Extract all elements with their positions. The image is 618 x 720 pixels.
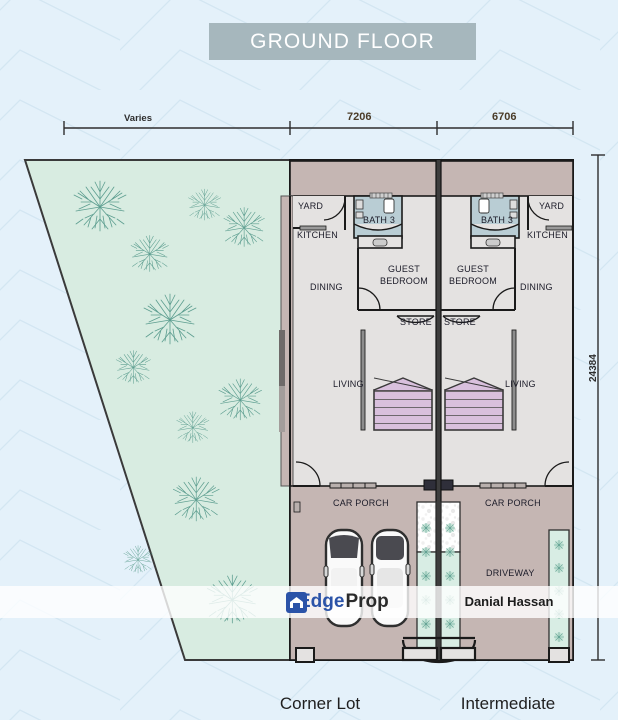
watermark-band — [0, 586, 618, 618]
edgeprop-edge-text: Edge — [298, 591, 345, 612]
dimension-label-6706: 6706 — [492, 111, 517, 123]
room-label-guest-bedroom-right: GUEST BEDROOM — [449, 263, 497, 287]
yard-left — [293, 196, 345, 228]
room-label-dining-right: DINING — [520, 282, 553, 292]
room-label-dining-left: DINING — [310, 282, 343, 292]
room-label-bath-left: BATH 3 — [363, 215, 396, 225]
dimension-label-varies: Varies — [124, 113, 152, 124]
room-label-yard-left: YARD — [298, 201, 324, 211]
page-title-text: GROUND FLOOR — [250, 29, 435, 53]
room-label-bath-right: BATH 3 — [481, 215, 514, 225]
room-label-guest-bedroom-left: GUEST BEDROOM — [380, 263, 428, 287]
store-right — [442, 315, 481, 324]
room-label-car-porch-right: CAR PORCH — [485, 498, 541, 508]
guest-left-line2: BEDROOM — [380, 276, 428, 286]
dimension-label-24384: 24384 — [588, 354, 599, 382]
edgeprop-logo: Edge Prop — [286, 591, 389, 613]
room-label-living-right: LIVING — [505, 379, 536, 389]
dimension-line-top — [63, 121, 574, 135]
stair-right — [444, 389, 504, 431]
room-label-car-porch-left: CAR PORCH — [333, 498, 389, 508]
room-label-yard-right: YARD — [539, 201, 565, 211]
page-title: GROUND FLOOR — [209, 23, 476, 60]
room-label-store-right: STORE — [444, 317, 476, 327]
room-label-living-left: LIVING — [333, 379, 364, 389]
dimension-label-7206: 7206 — [347, 111, 372, 123]
edgeprop-house-icon — [286, 591, 307, 613]
rear-service-band — [289, 160, 574, 197]
guest-right-line2: BEDROOM — [449, 276, 497, 286]
room-label-kitchen-left: KITCHEN — [297, 230, 338, 240]
stair-left — [373, 389, 433, 431]
room-label-driveway: DRIVEWAY — [486, 568, 535, 578]
agent-name: Danial Hassan — [464, 594, 554, 609]
party-wall — [436, 160, 441, 660]
entrance-gate — [401, 636, 477, 664]
caption-intermediate: Intermediate — [460, 694, 556, 713]
room-label-kitchen-right: KITCHEN — [527, 230, 568, 240]
room-label-store-left: STORE — [400, 317, 432, 327]
store-left — [396, 315, 435, 324]
yard-right — [528, 196, 572, 228]
caption-corner-lot: Corner Lot — [279, 694, 361, 713]
guest-right-line1: GUEST — [456, 264, 489, 274]
dimension-line-right — [591, 154, 605, 661]
edgeprop-prop-text: Prop — [345, 591, 389, 612]
guest-left-line1: GUEST — [387, 264, 420, 274]
